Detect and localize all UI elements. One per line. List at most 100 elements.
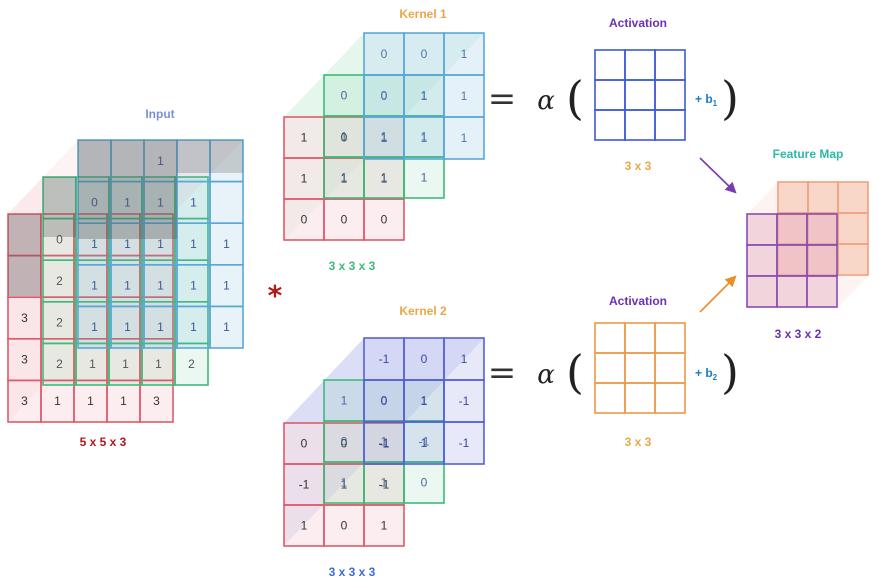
feature-map-front-cell: [806, 244, 838, 277]
input-green-value: 1: [155, 357, 162, 371]
input-blue-cell: [209, 180, 244, 225]
kernel1-green-value: 1: [421, 89, 428, 103]
activation2-grid: [594, 322, 686, 414]
arrow-activation1-to-feature-map: [699, 157, 737, 194]
feature-map-front-cell: [776, 275, 808, 308]
feature-map-back-cell: [837, 243, 869, 276]
kernel2-blue-cell: [403, 379, 445, 423]
bias1-label: + b1: [695, 92, 718, 108]
kernel1-green-cell: [323, 156, 365, 199]
kernel2-green-value: 1: [421, 394, 428, 408]
kernel1-blue-cell: [403, 32, 445, 76]
kernel1-red-value: 1: [301, 172, 308, 186]
kernel2-blue-cell: [363, 379, 405, 423]
kernel2-green-value: -1: [419, 435, 430, 449]
kernel1-green-value: 0: [341, 89, 348, 103]
kernel2-blue-cell: [443, 421, 485, 465]
kernel1-red-value: 1: [381, 172, 388, 186]
input-red-cell: [73, 337, 108, 382]
activation2-cell: [624, 322, 656, 354]
kernel1-red-cell: [283, 157, 325, 200]
feature-map-back-cell: [777, 181, 809, 214]
kernel1-blue-value: 1: [421, 89, 428, 103]
close-paren-1: ): [721, 71, 739, 125]
bias2-label: + b2: [695, 366, 718, 382]
kernel1-red-value: 0: [381, 213, 388, 227]
feature-map-front-channel: [746, 213, 838, 308]
activation2-title: Activation: [609, 294, 667, 308]
open-paren-2: (: [566, 345, 584, 399]
kernel1-red-value: 1: [381, 131, 388, 145]
feature-map-front-cell: [806, 275, 838, 308]
equals-sign-2: =: [488, 353, 517, 393]
activation1-dims: 3 x 3: [625, 159, 652, 173]
input-green-value: 2: [188, 357, 195, 371]
input-blue-value: 1: [157, 279, 164, 293]
kernel2-red-value: -1: [299, 478, 310, 492]
input-dims: 5 x 5 x 3: [80, 435, 127, 449]
input-red-cell: [7, 254, 42, 299]
input-blue-value: 1: [157, 237, 164, 251]
kernel1-green-value: 0: [381, 89, 388, 103]
kernel2-green-value: 1: [381, 476, 388, 490]
kernel1-green-cell: [403, 156, 445, 199]
feature-map-front-cell: [776, 244, 808, 277]
kernel2-green-cell: [363, 461, 405, 504]
kernel1-green-value: 1: [381, 130, 388, 144]
input-red-value: 1: [54, 394, 61, 408]
activation2-cell: [594, 352, 626, 384]
input-blue-cell: [77, 305, 112, 349]
kernel1-blue-value: 0: [421, 47, 428, 61]
kernel1-blue-value: 1: [461, 47, 468, 61]
input-green-cell: [141, 342, 176, 386]
kernel2-blue-value: 1: [461, 352, 468, 366]
kernel1-blue-cell: [403, 74, 445, 118]
input-blue-value: 1: [223, 237, 230, 251]
input-title: Input: [145, 107, 174, 121]
input-green-cell: [42, 176, 77, 220]
input-blue-cell: [209, 222, 244, 266]
kernel1-red-cell: [363, 198, 405, 241]
kernel1-title: Kernel 1: [399, 7, 447, 21]
input-blue-value: 1: [124, 237, 131, 251]
feature-map-back-cell: [837, 212, 869, 245]
kernel1-blue-cell: [443, 74, 485, 118]
input-blue-value: 1: [124, 195, 131, 209]
input-green-cell: [141, 176, 176, 220]
kernel1-blue-value: 1: [461, 89, 468, 103]
input-green-value: 2: [56, 357, 63, 371]
kernel2-green-cell: [323, 461, 365, 504]
input-red-cell: [7, 379, 42, 423]
input-blue-cell: [110, 139, 145, 183]
kernel2-blue-value: -1: [459, 436, 470, 450]
kernel2-red-cell: [283, 504, 325, 547]
feature-map-back-cell: [837, 181, 869, 214]
feature-map-title: Feature Map: [773, 147, 844, 161]
kernel2-blue-value: 0: [381, 394, 388, 408]
input-blue-value: 1: [190, 237, 197, 251]
activation1-cell: [624, 109, 656, 141]
activation1-cell: [594, 49, 626, 81]
input-green-cell: [174, 300, 209, 345]
activation1-cell: [654, 109, 686, 141]
input-red-cell: [106, 213, 141, 257]
kernel2-green-value: 1: [341, 476, 348, 490]
input-blue-value: 1: [223, 320, 230, 334]
input-red-value: 1: [120, 394, 127, 408]
input-red-cell: [106, 254, 141, 299]
kernel1-green-value: 1: [421, 171, 428, 185]
input-blue-cell: [209, 305, 244, 349]
kernel2-green-value: 0: [381, 394, 388, 408]
kernel2-blue-value: 0: [421, 352, 428, 366]
kernel1-blue-value: 0: [381, 47, 388, 61]
input-blue-value: 1: [91, 279, 98, 293]
activation2-cell: [594, 322, 626, 354]
